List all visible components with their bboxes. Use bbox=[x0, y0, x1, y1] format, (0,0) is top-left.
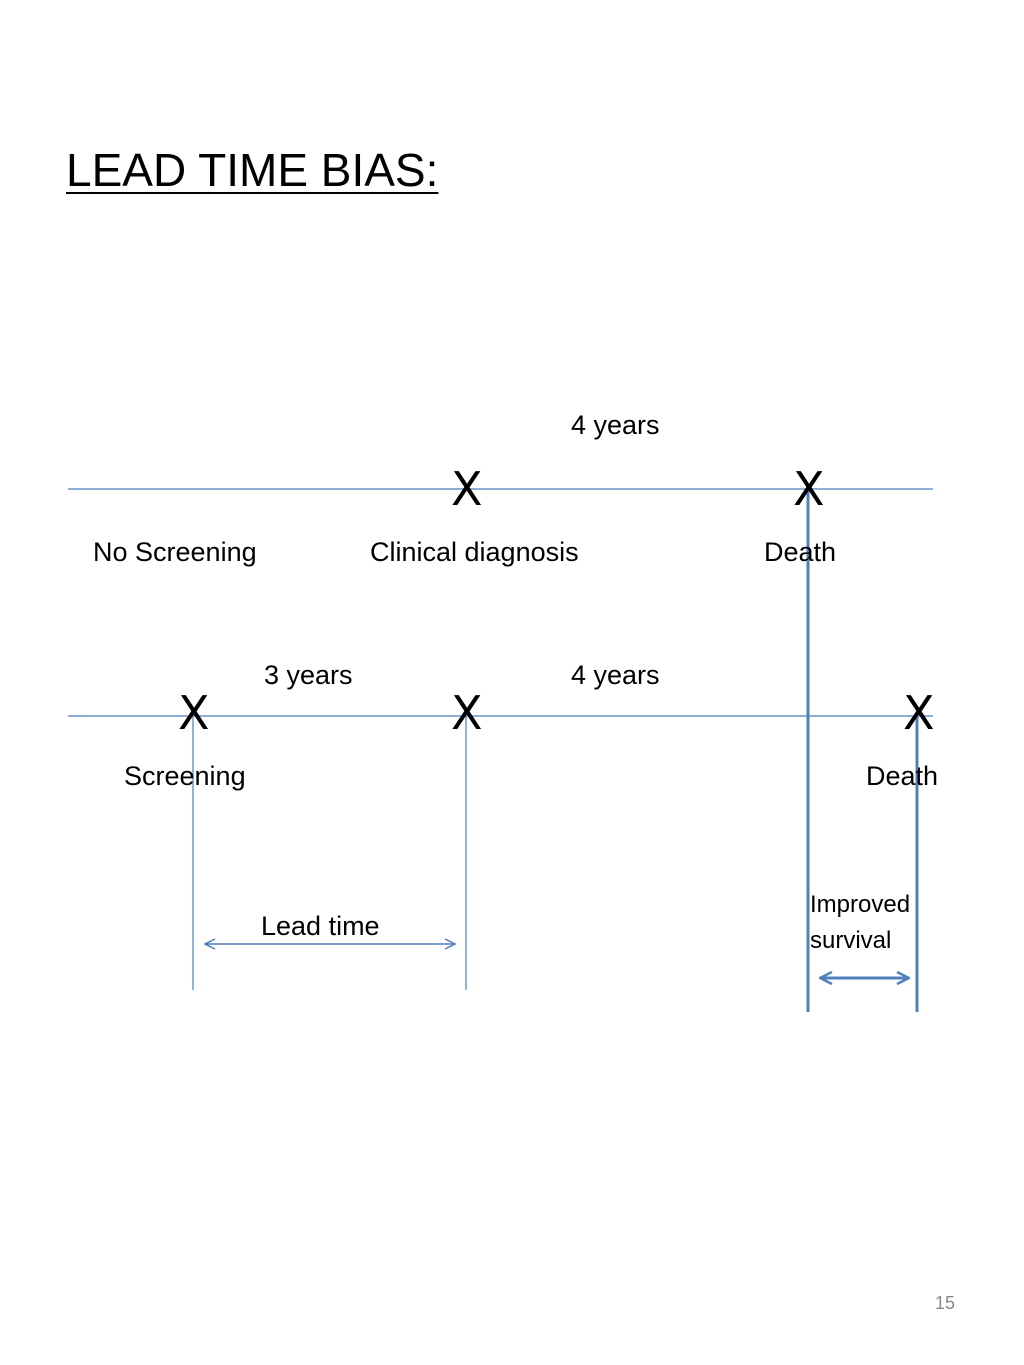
death-no-screening-marker: X bbox=[793, 462, 825, 516]
clinical-diagnosis-label: Clinical diagnosis bbox=[370, 537, 579, 567]
screening-marker: X bbox=[178, 686, 210, 740]
no-screening-duration-label: 4 years bbox=[571, 410, 660, 440]
clinical-diagnosis-marker: X bbox=[451, 462, 483, 516]
death-screening-marker: X bbox=[903, 686, 935, 740]
page-number: 15 bbox=[935, 1293, 956, 1313]
no-screening-label: No Screening bbox=[93, 537, 257, 567]
lead-time-label: Lead time bbox=[261, 911, 380, 941]
screening-survival-duration-label: 4 years bbox=[571, 660, 660, 690]
death-no-screening-label: Death bbox=[764, 537, 837, 567]
screening-label: Screening bbox=[124, 761, 246, 791]
slide-title: LEAD TIME BIAS: bbox=[66, 144, 439, 196]
lead-duration-label: 3 years bbox=[264, 660, 353, 690]
improved-survival-label-line2: survival bbox=[810, 927, 892, 954]
death-screening-label: Death bbox=[866, 761, 939, 791]
improved-survival-label-line1: Improved bbox=[810, 891, 911, 918]
screening-diagnosis-marker: X bbox=[451, 686, 483, 740]
